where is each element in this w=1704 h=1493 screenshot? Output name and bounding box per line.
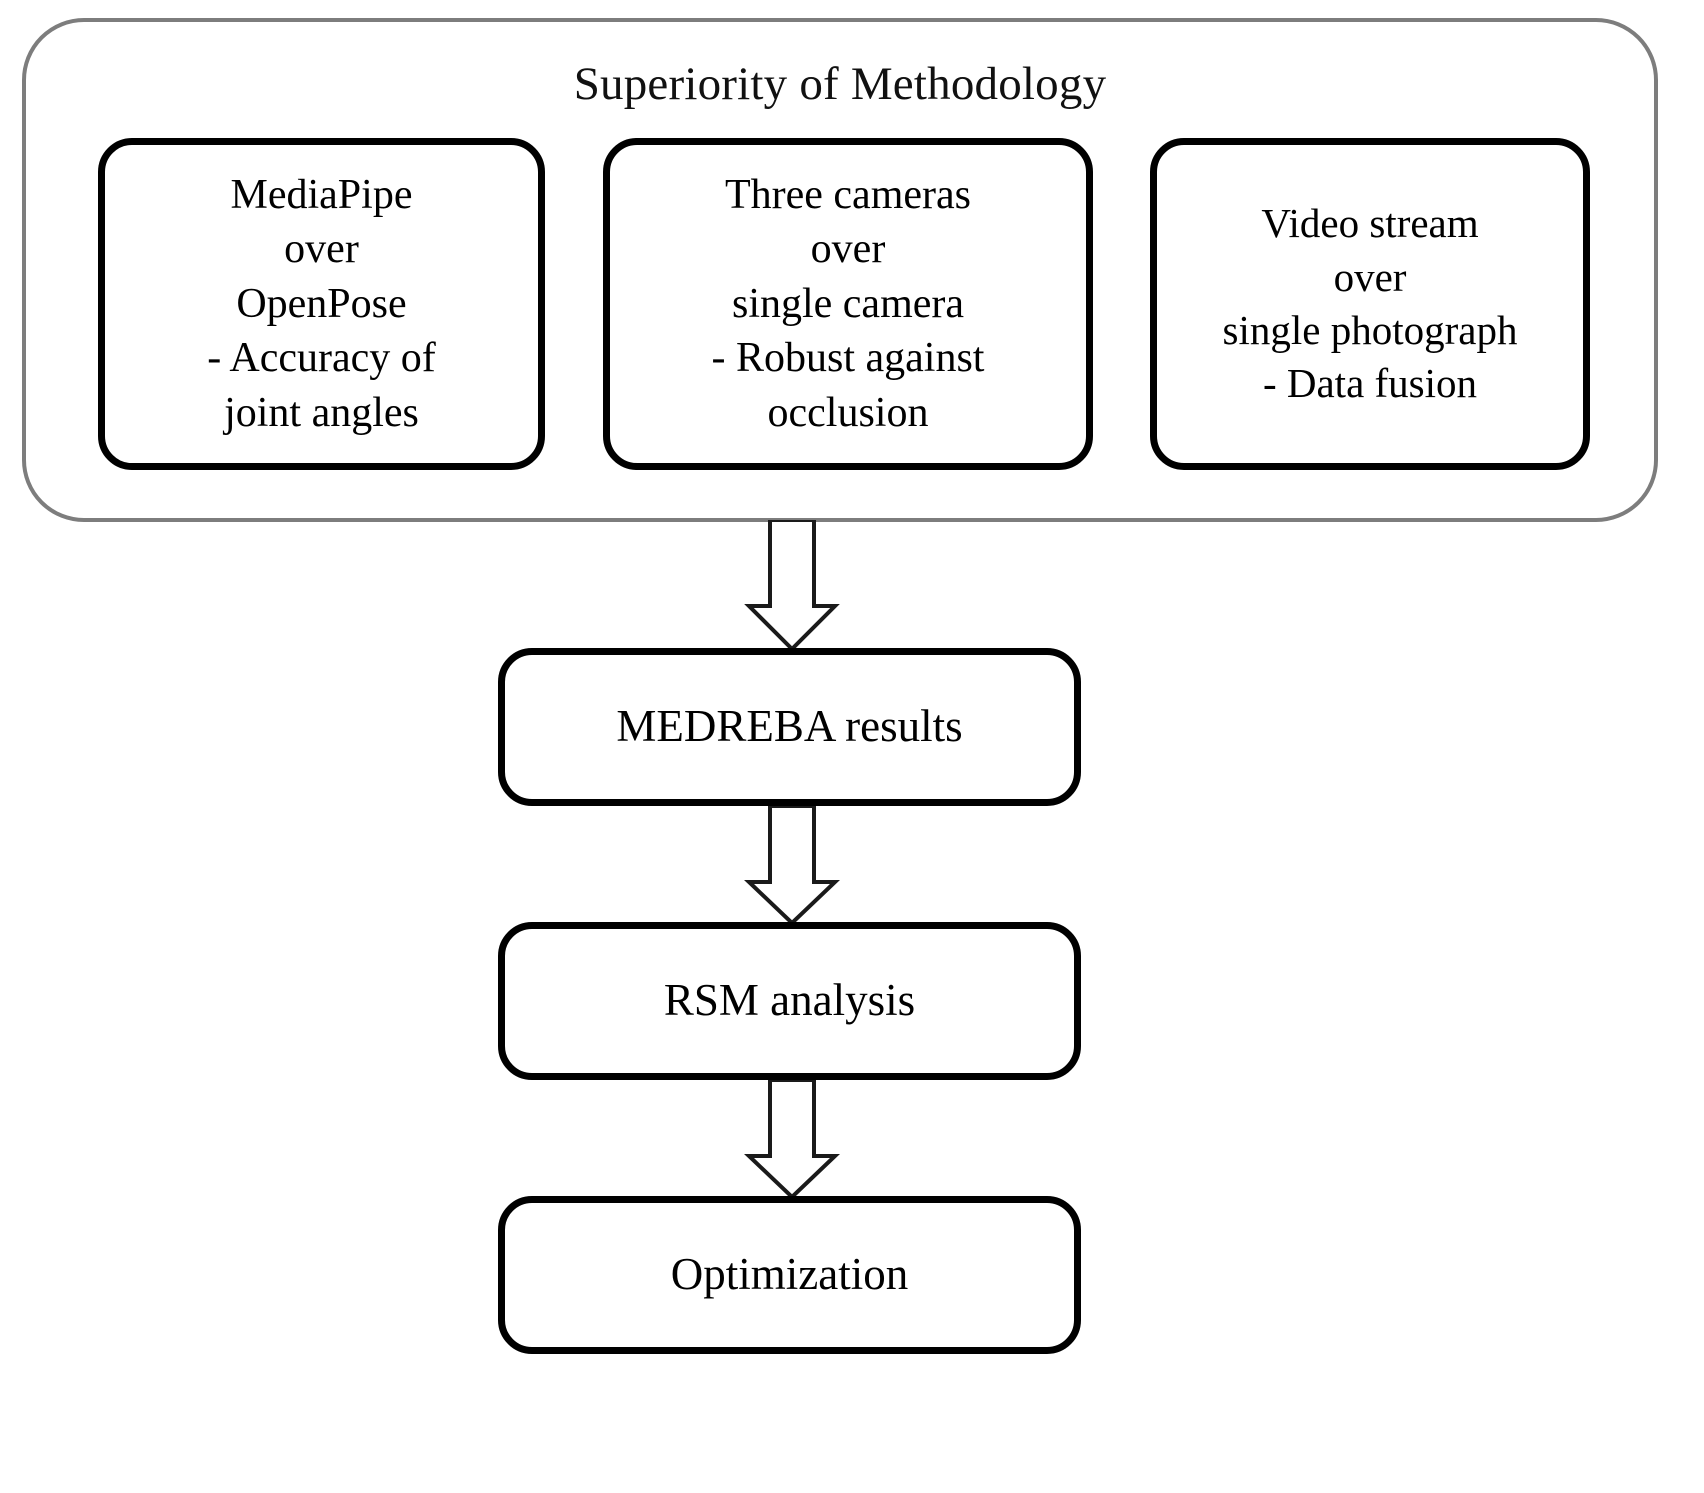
arrow-rsm-to-optimization [742, 1080, 842, 1198]
feature-box-three-cameras-vs-single[interactable]: Three cameras over single camera - Robus… [603, 138, 1093, 470]
group-title: Superiority of Methodology [573, 58, 1107, 110]
feature-box-text: Three cameras over single camera - Robus… [711, 171, 985, 436]
process-box-medreba-results[interactable]: MEDREBA results [498, 648, 1081, 806]
process-box-rsm-analysis[interactable]: RSM analysis [498, 922, 1081, 1080]
feature-box-text: Video stream over single photograph - Da… [1222, 200, 1518, 407]
arrow-medreba-to-rsm [742, 806, 842, 924]
down-block-arrow-icon [744, 1080, 840, 1198]
process-box-label: Optimization [670, 1249, 909, 1300]
feature-box-text: MediaPipe over OpenPose - Accuracy of jo… [207, 171, 436, 436]
feature-box-video-stream-vs-photo[interactable]: Video stream over single photograph - Da… [1150, 138, 1590, 470]
superiority-group-container: Superiority of Methodology MediaPipe ove… [22, 18, 1658, 522]
process-box-label: MEDREBA results [616, 701, 963, 752]
down-block-arrow-icon [744, 806, 840, 924]
feature-box-row: MediaPipe over OpenPose - Accuracy of jo… [98, 138, 1590, 470]
arrow-group-to-medreba [742, 520, 842, 650]
down-block-arrow-icon [744, 520, 840, 650]
feature-box-mediapipe-vs-openpose[interactable]: MediaPipe over OpenPose - Accuracy of jo… [98, 138, 545, 470]
process-box-optimization[interactable]: Optimization [498, 1196, 1081, 1354]
process-box-label: RSM analysis [663, 975, 916, 1026]
